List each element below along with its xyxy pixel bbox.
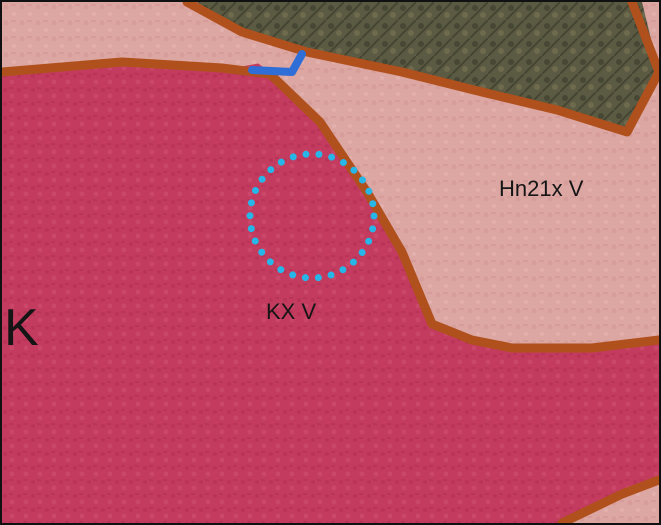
water-feature bbox=[248, 50, 306, 76]
unit-label-kx: KX V bbox=[266, 299, 317, 324]
boundary-dark-unit bbox=[182, 2, 659, 137]
boundary-bottom-right bbox=[557, 475, 659, 523]
unit-label-k-partial: K bbox=[4, 299, 39, 357]
unit-label-hn21x: Hn21x V bbox=[499, 176, 584, 201]
unit-dark-area bbox=[197, 2, 659, 132]
site-marker-circle[interactable] bbox=[246, 150, 378, 282]
boundary-kx-hn21x bbox=[2, 57, 659, 353]
unit-top-strip-area bbox=[2, 2, 267, 72]
